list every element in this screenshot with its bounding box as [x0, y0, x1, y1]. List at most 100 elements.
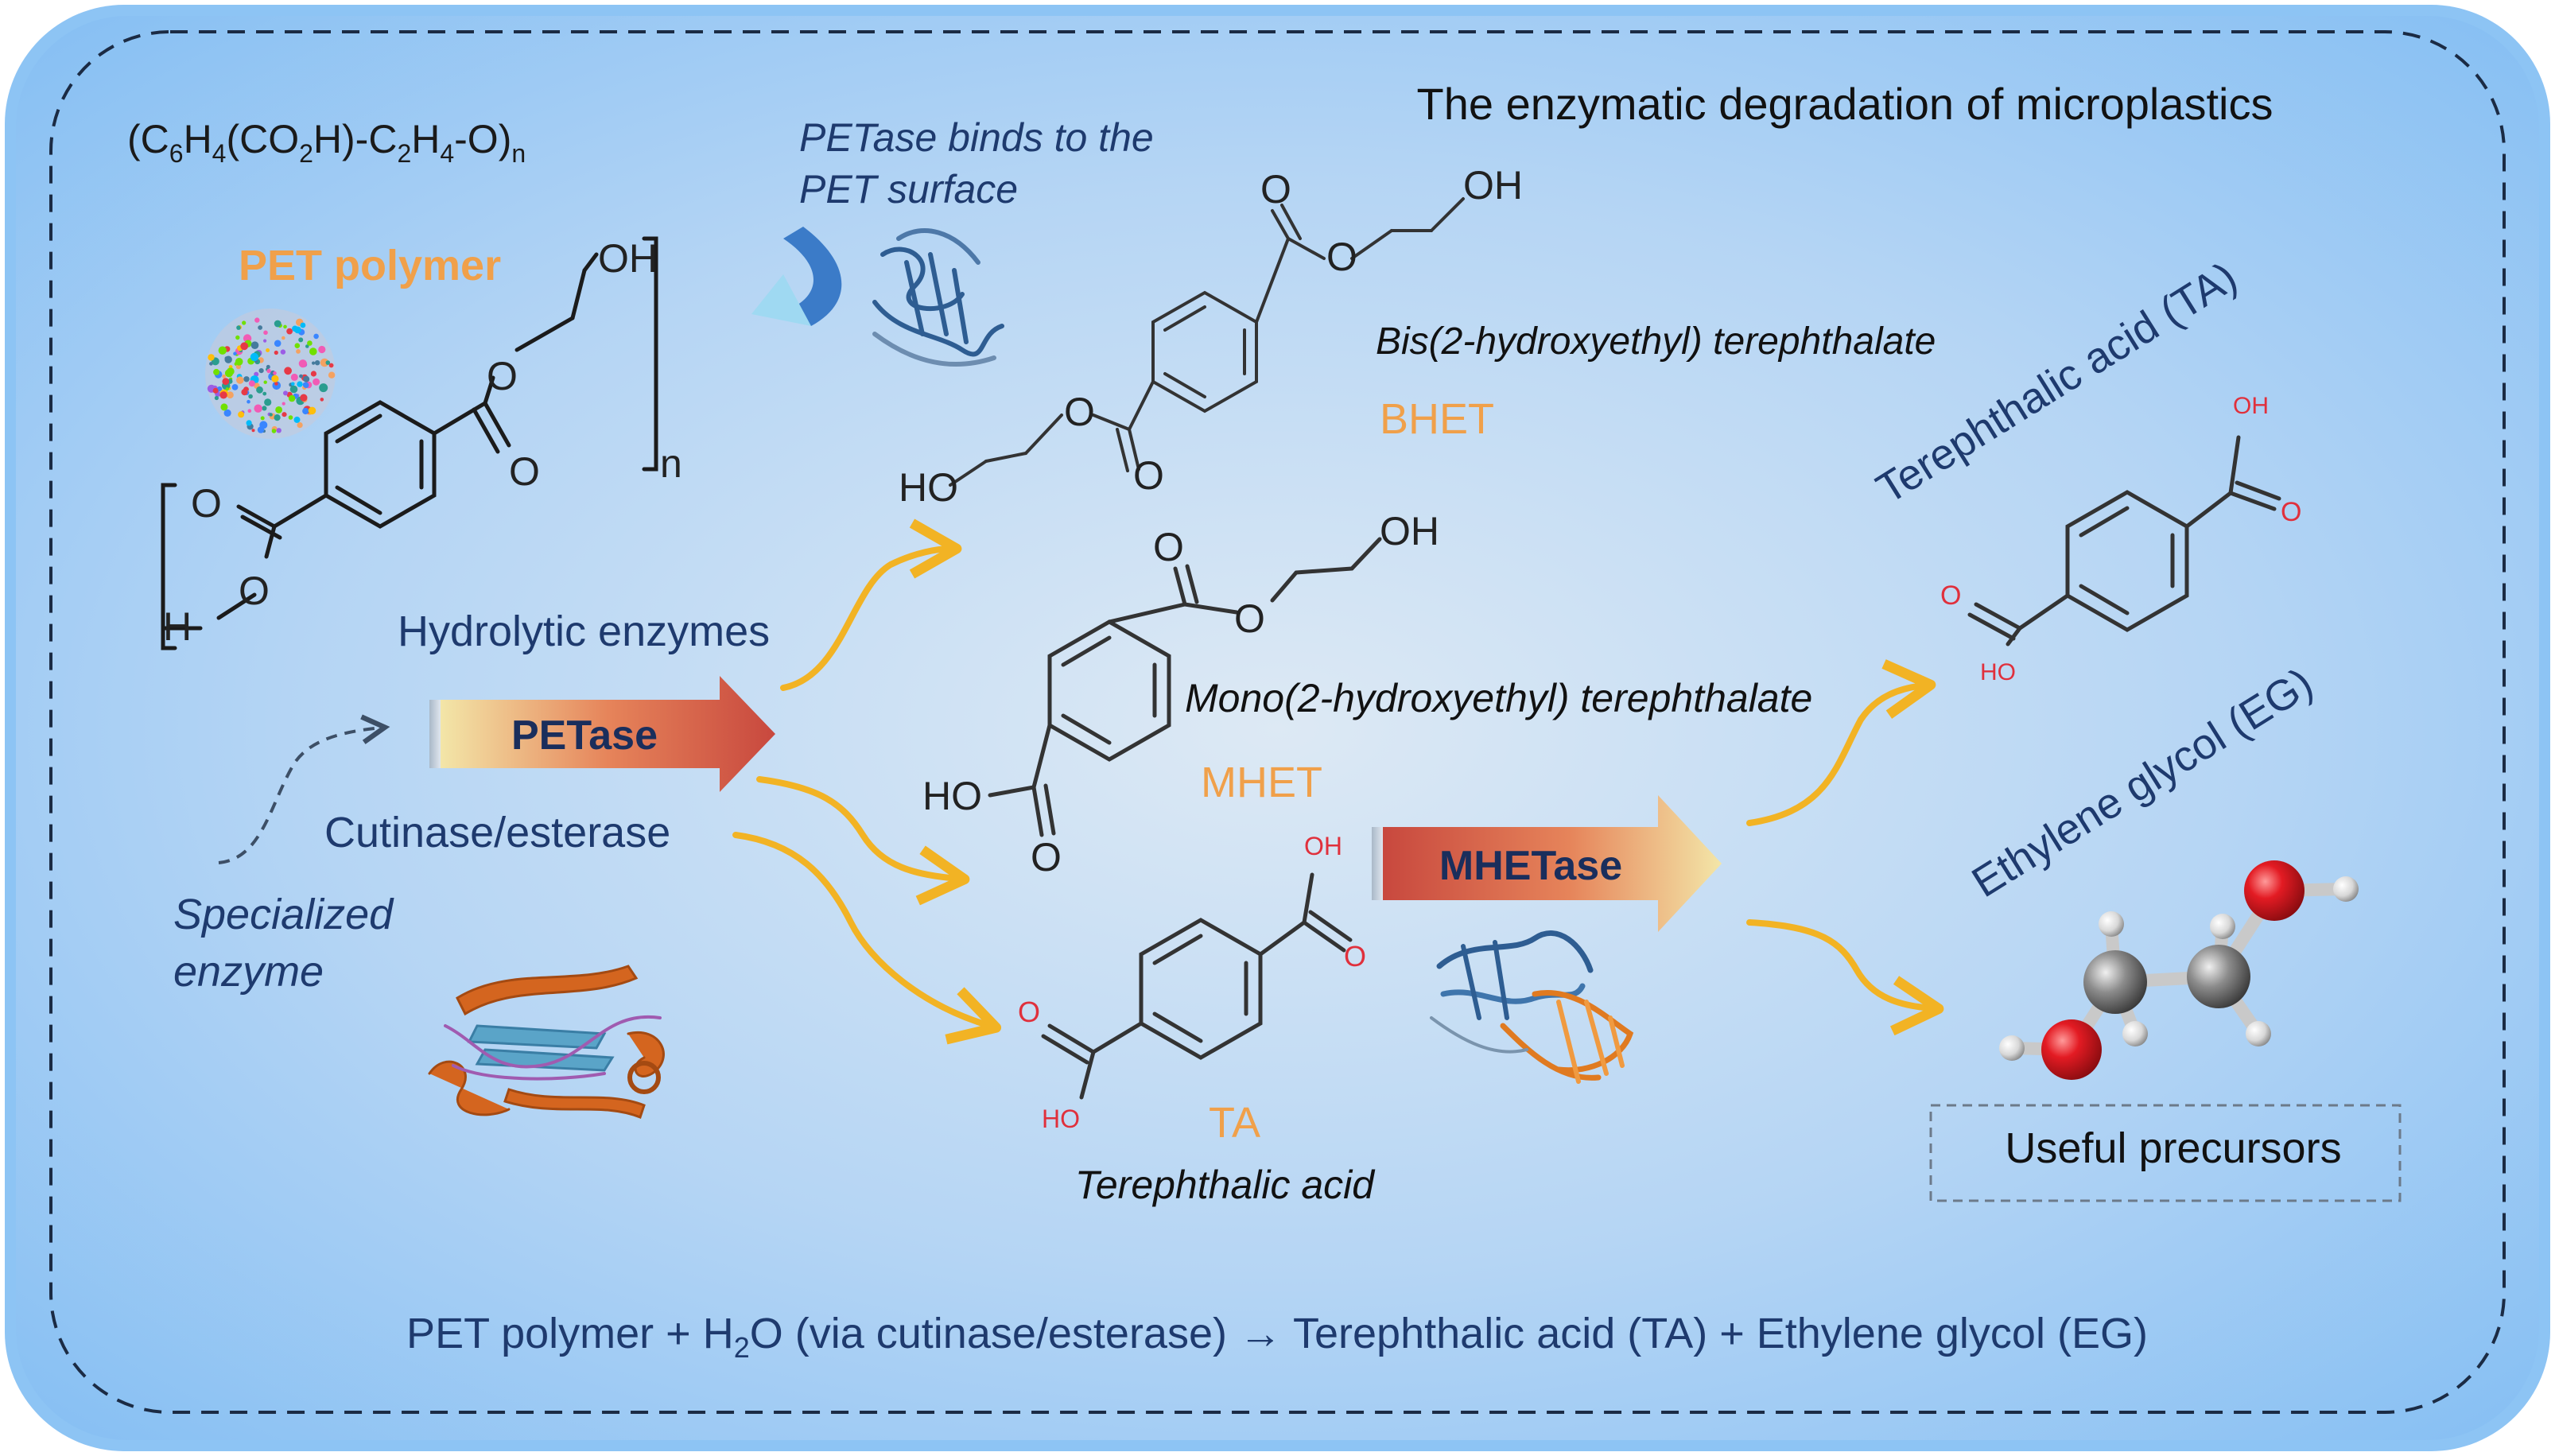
- pet-atom-o-1: O: [191, 481, 222, 526]
- ta-center-abbr: TA: [1209, 1099, 1260, 1147]
- particle: [247, 399, 250, 404]
- particle: [247, 409, 252, 413]
- particle: [240, 342, 249, 351]
- particle: [263, 339, 267, 343]
- particle: [289, 385, 298, 394]
- protein-ribbon-icon: [428, 965, 665, 1119]
- particle: [286, 328, 293, 335]
- particle: [263, 330, 268, 336]
- pet-structure: [161, 236, 658, 650]
- pet-atom-o-3: O: [487, 354, 518, 398]
- bhet-atom-ho: HO: [899, 465, 958, 510]
- ta-product-atom-oh: OH: [2233, 393, 2269, 419]
- arrow-to-ta: [732, 832, 1002, 1045]
- particle: [222, 378, 230, 386]
- particle: [257, 426, 265, 433]
- particle: [312, 361, 316, 365]
- pet-formula: (C6H4(CO2H)-C2H4-O)n: [127, 117, 526, 168]
- ta-product-atom-o-1: O: [2281, 497, 2301, 527]
- mhet-atom-ho: HO: [922, 774, 982, 818]
- particle: [256, 386, 263, 394]
- specialized-enzyme-arrow: [218, 714, 390, 864]
- particle: [258, 368, 264, 374]
- particle: [282, 402, 285, 406]
- particle: [266, 364, 270, 369]
- reaction-equation: PET polymer + H2O (via cutinase/esterase…: [406, 1310, 2148, 1364]
- particle: [271, 429, 277, 433]
- particle: [293, 416, 301, 423]
- particle: [283, 390, 288, 396]
- particle: [262, 391, 267, 396]
- particle: [248, 394, 253, 399]
- particle: [248, 380, 255, 387]
- particle: [264, 398, 272, 406]
- particle: [320, 398, 324, 402]
- particle: [254, 317, 260, 323]
- particle: [318, 345, 326, 354]
- particle: [302, 407, 309, 415]
- particle: [294, 343, 301, 349]
- mhet-atom-o-3: O: [1031, 835, 1062, 879]
- particle: [274, 320, 282, 328]
- ta-center-structure: [1041, 872, 1353, 1100]
- particle: [254, 404, 262, 413]
- particle: [266, 368, 271, 374]
- ta-center-atom-ho: HO: [1042, 1105, 1080, 1133]
- bhet-name: Bis(2-hydroxyethyl) terephthalate: [1376, 320, 1936, 363]
- particle: [298, 359, 307, 368]
- specialized-enzyme-line1: Specialized: [173, 891, 394, 938]
- petase-arrow: [429, 676, 775, 792]
- pet-repeat-n: n: [660, 441, 682, 486]
- particle: [275, 406, 282, 414]
- useful-precursors-label: Useful precursors: [2005, 1124, 2341, 1172]
- particle: [274, 340, 282, 347]
- particle: [328, 363, 334, 368]
- mhet-atom-o-1: O: [1153, 525, 1184, 569]
- mhetase-arrow: [1372, 795, 1722, 932]
- particle: [310, 371, 316, 377]
- particle: [212, 387, 219, 394]
- particle: [298, 337, 304, 343]
- ta-product-atom-ho: HO: [1980, 659, 2016, 685]
- petase-label: PETase: [511, 712, 658, 759]
- particle: [238, 411, 245, 418]
- diagram-title: The enzymatic degradation of microplasti…: [1417, 79, 2273, 129]
- bhet-atom-o-4: O: [1133, 453, 1164, 498]
- particle: [242, 320, 247, 325]
- cutinase-esterase-label: Cutinase/esterase: [324, 809, 670, 856]
- particle: [263, 380, 267, 384]
- particle: [302, 382, 309, 387]
- binding-arrow-icon: [751, 227, 842, 326]
- ball-stick-molecule-icon: [1999, 860, 2359, 1080]
- bhet-atom-o-3: O: [1064, 390, 1095, 434]
- particle: [214, 395, 219, 401]
- particle: [250, 341, 259, 350]
- particle: [309, 347, 317, 355]
- hydrolytic-enzymes-label: Hydrolytic enzymes: [398, 608, 770, 655]
- particle: [307, 340, 313, 346]
- ta-center-atom-oh: OH: [1304, 832, 1342, 860]
- particle: [233, 351, 237, 356]
- particle: [231, 384, 239, 390]
- bhet-abbr: BHET: [1380, 395, 1494, 443]
- particle: [274, 350, 278, 355]
- bhet-structure: [949, 197, 1465, 487]
- inner-panel: [16, 16, 2539, 1440]
- particle: [314, 360, 320, 366]
- particle: [276, 428, 282, 433]
- particle: [227, 391, 234, 399]
- particle: [246, 420, 252, 426]
- protein-ribbon-icon: [872, 228, 1004, 367]
- particle: [320, 358, 329, 367]
- particle: [208, 354, 215, 361]
- particle: [271, 375, 279, 382]
- particle: [290, 373, 298, 381]
- petase-binding-line2: PET surface: [799, 167, 1018, 212]
- mhet-abbr: MHET: [1201, 759, 1322, 806]
- particle: [273, 371, 277, 375]
- specialized-enzyme-line2: enzyme: [173, 948, 324, 996]
- particle: [294, 326, 301, 334]
- particle: [300, 322, 306, 328]
